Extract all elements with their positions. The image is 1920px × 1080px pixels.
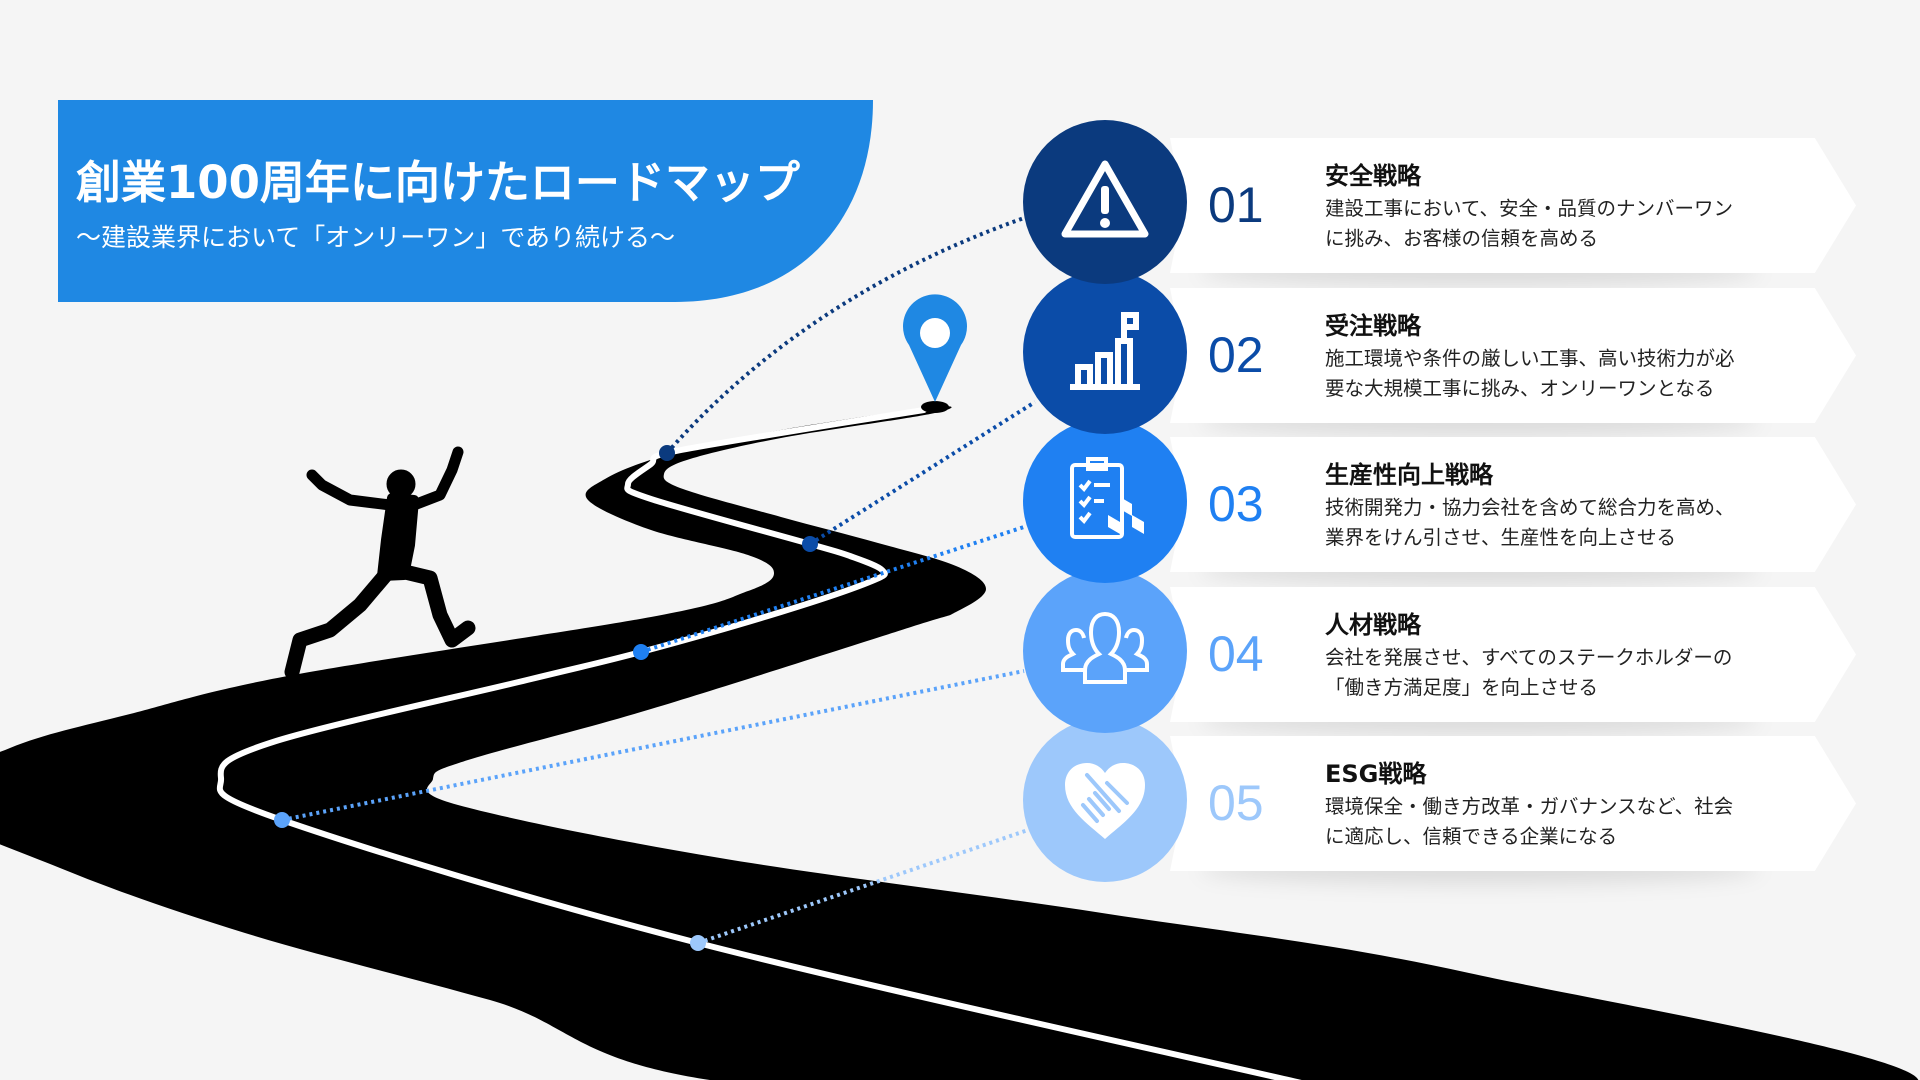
clipboard-checklist-icon (1060, 453, 1150, 549)
strategy-title: 生産性向上戦略 (1325, 461, 1493, 489)
strategy-card (1170, 587, 1856, 722)
description-line: 要な大規模工事に挑み、オンリーワンとなる (1325, 377, 1715, 400)
milestone-dot-03 (633, 644, 649, 660)
strategy-icon-circle (1023, 718, 1187, 882)
strategy-description: 環境保全・働き方改革・ガバナンスなど、社会 に適応し、信頼できる企業になる (1325, 792, 1733, 852)
strategy-card (1170, 288, 1856, 423)
strategy-icon-circle (1023, 419, 1187, 583)
strategy-card (1170, 437, 1856, 572)
strategy-number: 03 (1208, 476, 1264, 532)
strategy-description: 施工環境や条件の厳しい工事、高い技術力が必 要な大規模工事に挑み、オンリーワンと… (1325, 344, 1735, 404)
description-line: 施工環境や条件の厳しい工事、高い技術力が必 (1325, 347, 1735, 370)
connector-line-04 (281, 669, 1025, 822)
strategy-title: 人材戦略 (1325, 611, 1421, 639)
description-line: 技術開発力・協力会社を含めて総合力を高め、 (1325, 496, 1735, 519)
strategy-description: 建設工事において、安全・品質のナンバーワン に挑み、お客様の信頼を高める (1325, 194, 1733, 254)
connector-line-05 (697, 828, 1029, 945)
strategy-icon-circle (1023, 569, 1187, 733)
strategy-title: 受注戦略 (1325, 312, 1421, 340)
connector-line-01 (665, 216, 1025, 455)
strategy-description: 会社を発展させ、すべてのステークホルダーの 「働き方満足度」を向上させる (1325, 643, 1732, 703)
page-subtitle: ～建設業界において「オンリーワン」であり続ける～ (76, 223, 676, 252)
strategy-title: ESG戦略 (1325, 760, 1427, 788)
strategy-card (1170, 736, 1856, 871)
description-line: に適応し、信頼できる企業になる (1325, 825, 1618, 848)
description-line: 「働き方満足度」を向上させる (1325, 676, 1599, 699)
handshake-heart-icon (1057, 755, 1153, 845)
milestone-dot-01 (659, 445, 675, 461)
description-line: 環境保全・働き方改革・ガバナンスなど、社会 (1325, 795, 1734, 818)
strategy-number: 05 (1208, 775, 1264, 831)
road-center-line (216, 407, 1302, 1080)
description-line: 建設工事において、安全・品質のナンバーワン (1325, 197, 1733, 220)
strategy-description: 技術開発力・協力会社を含めて総合力を高め、 業界をけん引させ、生産性を向上させる (1325, 493, 1735, 553)
strategy-number: 04 (1208, 626, 1264, 682)
runner-silhouette (284, 446, 476, 680)
strategy-icon-circle (1023, 120, 1187, 284)
connector-line-02 (808, 400, 1037, 546)
strategy-number: 01 (1208, 177, 1264, 233)
title-banner (58, 100, 873, 302)
strategy-card (1170, 138, 1856, 273)
description-line: 会社を発展させ、すべてのステークホルダーの (1325, 646, 1733, 669)
people-group-icon (1055, 606, 1155, 696)
milestone-dot-04 (274, 812, 290, 828)
strategy-number: 02 (1208, 327, 1264, 383)
milestone-dot-05 (690, 935, 706, 951)
page-title: 創業100周年に向けたロードマップ (76, 156, 800, 209)
warning-icon (1057, 154, 1153, 250)
growth-chart-flag-icon (1060, 307, 1150, 397)
location-pin-icon (903, 294, 967, 413)
strategy-title: 安全戦略 (1325, 162, 1421, 190)
description-line: 業界をけん引させ、生産性を向上させる (1325, 526, 1677, 549)
milestone-dot-02 (802, 536, 818, 552)
road (0, 406, 1918, 1080)
strategy-icon-circle (1023, 270, 1187, 434)
connector-lines (274, 216, 1037, 951)
description-line: に挑み、お客様の信頼を高める (1325, 227, 1599, 250)
